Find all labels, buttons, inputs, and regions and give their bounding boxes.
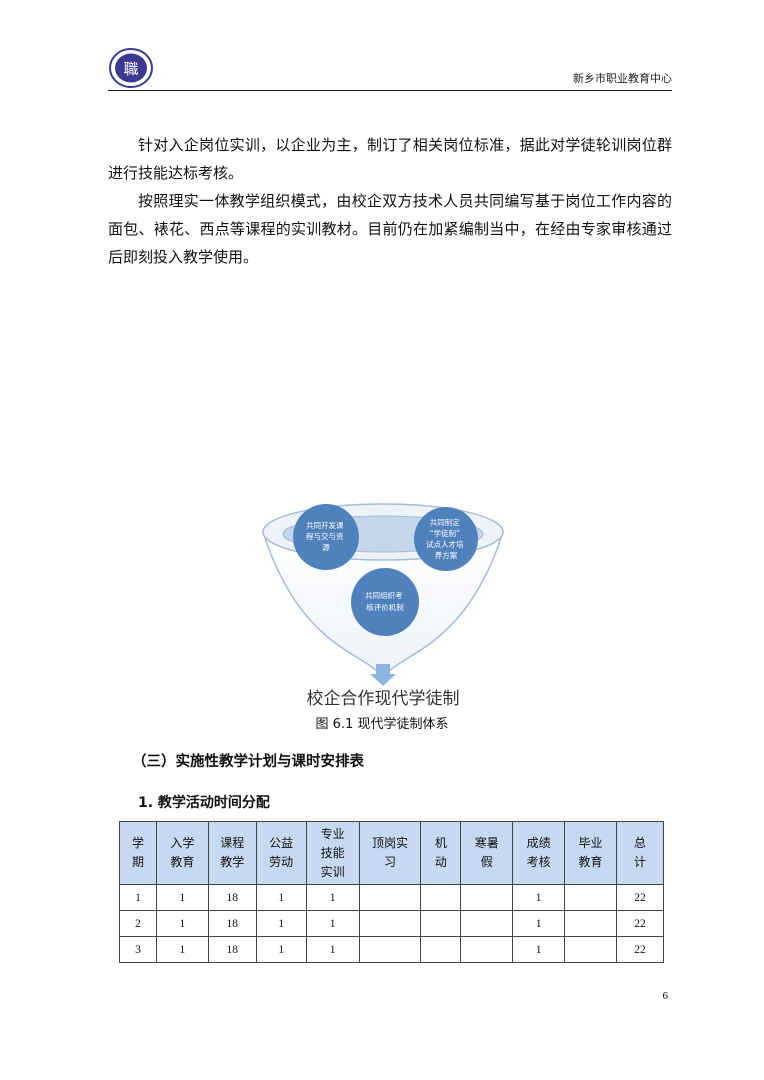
circle-right-text: 共同制定 “学徒制” 试点人才培 养方案: [426, 517, 466, 560]
sub-heading: 1. 教学活动时间分配: [138, 795, 270, 811]
table-cell: 1: [305, 884, 360, 911]
table-cell: 18: [207, 936, 257, 963]
table-cell: 1: [305, 910, 360, 937]
table-cell: [460, 936, 514, 963]
table-cell: 1: [305, 936, 360, 963]
header-skill-training: 专业技能实训: [305, 821, 360, 885]
table-cell: 18: [207, 884, 257, 911]
table-cell: 3: [119, 936, 157, 963]
table-cell: [564, 936, 617, 963]
header-flexible: 机动: [420, 821, 462, 885]
table-cell: [420, 936, 462, 963]
paragraph-2: 按照理实一体教学组织模式，由校企双方技术人员共同编写基于岗位工作内容的面包、裱花…: [108, 192, 672, 266]
logo-glyph: 職: [123, 60, 138, 78]
table-cell: [358, 936, 422, 963]
table-row: 3 1 18 1 1 1 22: [119, 936, 664, 963]
header-total: 总计: [616, 821, 664, 885]
table-cell: 1: [255, 936, 307, 963]
apprenticeship-funnel-diagram: 共同开发课 程与交与资 源 共同制定 “学徒制” 试点人才培 养方案 共同组织考…: [261, 503, 505, 709]
org-name: 新乡市职业教育中心: [573, 72, 672, 85]
table-cell: [564, 910, 617, 937]
circle-bottom-text: 共同组织考 核评价机制: [365, 590, 405, 612]
table-cell: 22: [616, 884, 664, 911]
circle-left-text: 共同开发课 程与交与资 源: [306, 520, 346, 552]
header-orientation: 入学教育: [155, 821, 209, 885]
table-cell: [420, 910, 462, 937]
table-cell: [420, 884, 462, 911]
table-cell: [460, 910, 514, 937]
table-cell: [358, 884, 422, 911]
table-cell: 1: [255, 884, 307, 911]
table-cell: 22: [616, 910, 664, 937]
header-internship: 顶岗实习: [358, 821, 422, 885]
table-cell: 1: [512, 936, 566, 963]
table-cell: 2: [119, 910, 157, 937]
table-cell: 1: [512, 910, 566, 937]
table-row: 1 1 18 1 1 1 22: [119, 884, 664, 911]
header-course-teaching: 课程教学: [207, 821, 257, 885]
funnel-label: 校企合作现代学徒制: [307, 689, 460, 709]
table-cell: 1: [155, 936, 209, 963]
header-assessment: 成绩考核: [512, 821, 566, 885]
table-row: 2 1 18 1 1 1 22: [119, 910, 664, 937]
table-cell: 1: [155, 884, 209, 911]
teaching-time-table: 学期 入学教育 课程教学 公益劳动 专业技能实训 顶岗实习 机动 寒暑假 成绩考…: [119, 821, 664, 963]
circle-course-resources: [293, 504, 359, 570]
page-header: 職 新乡市职业教育中心: [108, 46, 672, 91]
school-logo: 職: [109, 48, 153, 88]
table-cell: 1: [155, 910, 209, 937]
header-public-labor: 公益劳动: [255, 821, 307, 885]
header-graduation: 毕业教育: [564, 821, 617, 885]
table-cell: 1: [255, 910, 307, 937]
table-cell: [358, 910, 422, 937]
header-semester: 学期: [119, 821, 157, 885]
section-heading: （三）实施性教学计划与课时安排表: [132, 754, 364, 770]
table-cell: 22: [616, 936, 664, 963]
table-cell: [564, 884, 617, 911]
page-number: 6: [662, 990, 669, 1002]
table-header-row: 学期 入学教育 课程教学 公益劳动 专业技能实训 顶岗实习 机动 寒暑假 成绩考…: [119, 821, 664, 885]
table-cell: 18: [207, 910, 257, 937]
paragraph-1: 针对入企岗位实训，以企业为主，制订了相关岗位标准，据此对学徒轮训岗位群进行技能达…: [108, 136, 672, 182]
circle-training-plan: [414, 507, 478, 571]
header-vacation: 寒暑假: [460, 821, 514, 885]
table-cell: 1: [512, 884, 566, 911]
table-cell: 1: [119, 884, 157, 911]
circle-assessment: [351, 568, 419, 636]
table-cell: [460, 884, 514, 911]
figure-caption: 图 6.1 现代学徒制体系: [315, 717, 449, 732]
down-arrow: [370, 664, 396, 686]
